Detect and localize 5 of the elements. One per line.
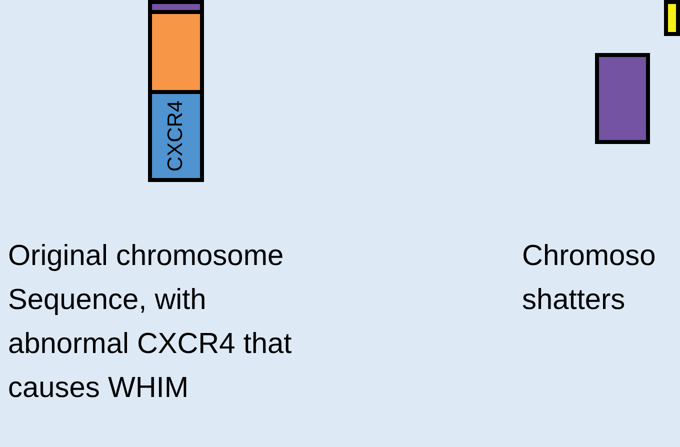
gene-label: CXCR4 bbox=[164, 100, 188, 172]
caption-text: Chromoso shatters bbox=[522, 239, 657, 318]
caption-text: Original chromosome Sequence, with abnormal CXCR4 that causes WHIM bbox=[8, 239, 293, 406]
chromosome-segment bbox=[595, 53, 650, 144]
chromosome-segment bbox=[664, 0, 680, 36]
